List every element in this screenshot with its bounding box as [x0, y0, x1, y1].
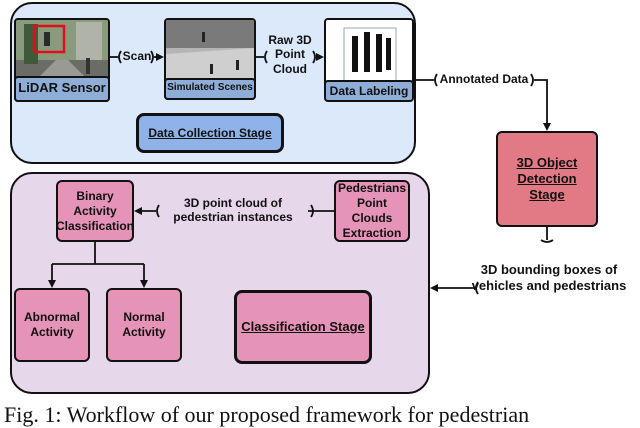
scenes-label-box: [164, 78, 256, 100]
point-cloud-label: 3D point cloud of pedestrian instances: [173, 196, 293, 225]
labeling-label-box: [324, 80, 414, 102]
raw-cloud-label: Raw 3D Point Cloud: [268, 33, 312, 76]
annotated-data-label: Annotated Data: [439, 72, 529, 86]
bbox-brace-left: [475, 281, 479, 295]
scan-brace-left: [118, 50, 122, 64]
object-detection-stage: 3D Object Detection Stage: [496, 131, 598, 227]
binary-classification-box: Binary Activity Classification: [56, 180, 134, 242]
classification-stage-title: Classification Stage: [234, 290, 372, 364]
lidar-label-box: [14, 76, 110, 102]
normal-activity-box: Normal Activity: [106, 288, 182, 362]
annotated-brace-right: [530, 73, 534, 87]
cloud-brace-left: [156, 204, 160, 218]
raw-brace-right: [312, 50, 316, 64]
extraction-box: Pedestrians Point Clouds Extraction: [334, 180, 410, 242]
scan-label: Scan: [122, 49, 152, 63]
annotated-arrow-end: [534, 79, 551, 131]
abnormal-activity-box: Abnormal Activity: [14, 288, 90, 362]
figure-caption: Fig. 1: Workflow of our proposed framewo…: [4, 402, 530, 427]
scenes-label: Simulated Scenes: [167, 82, 253, 93]
bbox-brace-top: [540, 239, 554, 243]
raw-brace-left: [264, 50, 268, 64]
labeling-label: Data Labeling: [329, 84, 409, 98]
annotated-brace-left: [434, 73, 438, 87]
lidar-label: LiDAR Sensor: [18, 80, 106, 95]
scan-brace-right: [150, 50, 154, 64]
bounding-boxes-label: 3D bounding boxes of vehicles and pedest…: [471, 262, 627, 293]
cloud-brace-right: [310, 204, 314, 218]
data-collection-stage-title: Data Collection Stage: [136, 113, 284, 153]
